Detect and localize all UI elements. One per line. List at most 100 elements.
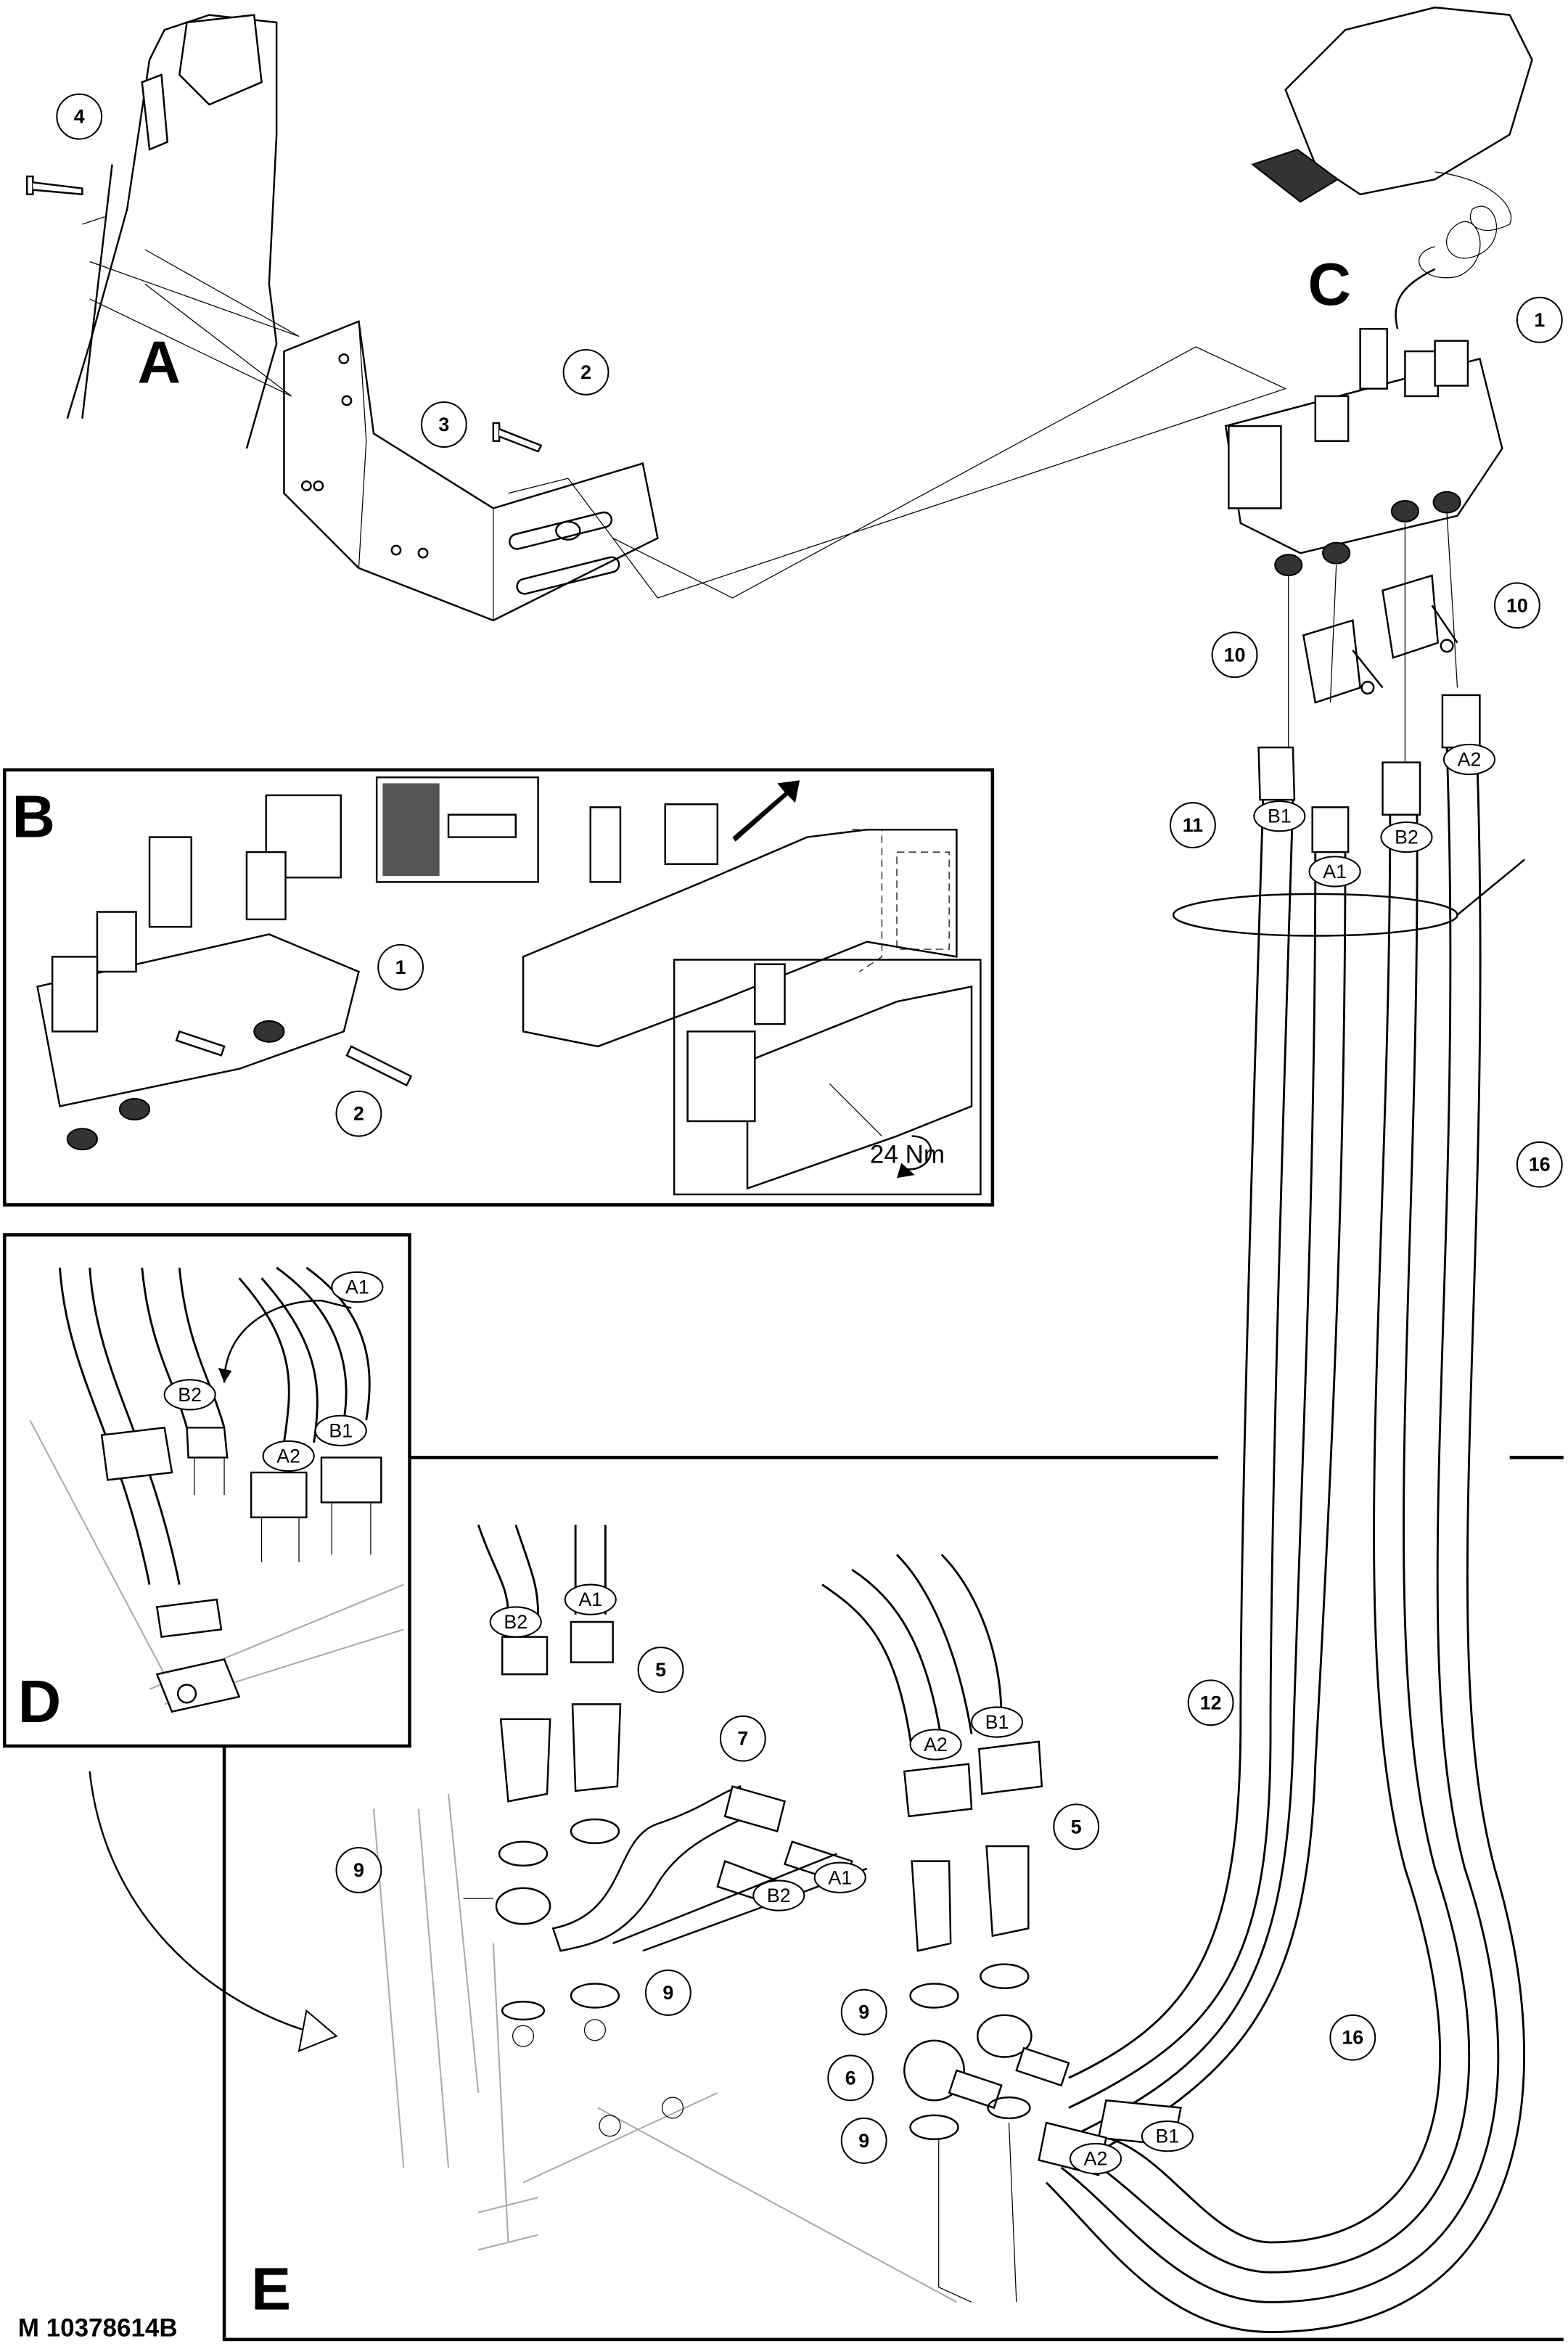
callout-label: B2 bbox=[178, 1384, 202, 1406]
callout-b1: B1 bbox=[314, 1414, 367, 1447]
callout-marker bbox=[335, 1090, 382, 1137]
callout-label: A1 bbox=[1323, 861, 1347, 882]
callout-marker bbox=[909, 1729, 962, 1761]
view-d-frame bbox=[2, 1233, 411, 1748]
callout-label: A2 bbox=[276, 1445, 300, 1467]
view-label-a: A bbox=[138, 329, 181, 396]
callout-marker bbox=[840, 2117, 887, 2164]
callout-label: 11 bbox=[1183, 814, 1203, 836]
callout-marker bbox=[1211, 631, 1258, 679]
callout-marker bbox=[1329, 2014, 1376, 2061]
callout-marker bbox=[1069, 2142, 1122, 2175]
callout-label: B1 bbox=[1156, 2126, 1180, 2147]
callout-b1: B1 bbox=[1253, 800, 1306, 832]
callout-marker bbox=[1516, 1141, 1563, 1188]
callout-2: 2 bbox=[335, 1090, 382, 1137]
callout-1: 1 bbox=[1516, 296, 1563, 343]
callout-b2: B2 bbox=[489, 1606, 542, 1638]
callout-label: B2 bbox=[1395, 827, 1419, 848]
callout-label: 1 bbox=[1534, 309, 1545, 331]
callout-marker bbox=[1516, 296, 1563, 343]
callout-marker bbox=[1380, 821, 1433, 853]
callout-label: 9 bbox=[858, 2130, 869, 2152]
callout-label: 9 bbox=[662, 1982, 673, 2004]
callout-16: 16 bbox=[1329, 2014, 1376, 2061]
view-label-e: E bbox=[251, 2256, 291, 2323]
callout-marker bbox=[637, 1647, 684, 1693]
callout-marker bbox=[813, 1861, 866, 1893]
callout-label: A2 bbox=[1084, 2148, 1108, 2170]
callout-marker bbox=[262, 1440, 315, 1472]
callout-label: 10 bbox=[1224, 644, 1246, 665]
view-b-coupler-drawing bbox=[36, 776, 982, 1196]
callout-marker bbox=[644, 1969, 691, 2016]
callout-marker bbox=[163, 1379, 216, 1411]
callout-label: 4 bbox=[74, 106, 85, 128]
callout-9: 9 bbox=[840, 1988, 887, 2036]
callout-label: 5 bbox=[1071, 1816, 1082, 1837]
callout-label: B1 bbox=[1268, 806, 1292, 827]
callout-marker bbox=[564, 1583, 617, 1615]
callout-label: B2 bbox=[767, 1885, 791, 1906]
callout-label: A1 bbox=[578, 1589, 602, 1610]
callout-label: 16 bbox=[1529, 1154, 1551, 1176]
view-e-frame bbox=[222, 1456, 1564, 2342]
view-d-connection-drawing bbox=[29, 1266, 404, 1713]
callout-9: 9 bbox=[335, 1847, 382, 1893]
callout-b1: B1 bbox=[1141, 2120, 1194, 2152]
callout-11: 11 bbox=[1169, 802, 1216, 849]
view-e-connection-drawing bbox=[89, 1524, 1182, 2303]
callout-10: 10 bbox=[1493, 582, 1540, 629]
callout-5: 5 bbox=[1053, 1803, 1100, 1851]
callout-a2: A2 bbox=[1442, 743, 1496, 776]
callout-label: B1 bbox=[985, 1711, 1009, 1733]
callout-label: 2 bbox=[580, 361, 591, 383]
callout-7: 7 bbox=[719, 1715, 766, 1762]
torque-arrow-icon bbox=[904, 1135, 932, 1171]
callout-marker bbox=[1169, 802, 1216, 849]
callout-a2: A2 bbox=[1069, 2142, 1122, 2175]
callout-marker bbox=[1053, 1803, 1100, 1851]
callout-9: 9 bbox=[644, 1969, 691, 2016]
callout-label: B2 bbox=[504, 1611, 528, 1633]
callout-label: 9 bbox=[353, 1859, 364, 1881]
callout-marker bbox=[719, 1715, 766, 1762]
callout-a1: A1 bbox=[331, 1271, 384, 1303]
view-c-coupler-drawing bbox=[1172, 7, 1533, 937]
callout-a1: A1 bbox=[1308, 856, 1361, 888]
view-b-frame bbox=[2, 768, 995, 1207]
callout-label: A2 bbox=[1458, 748, 1482, 770]
callout-label: A1 bbox=[828, 1866, 852, 1888]
callout-9: 9 bbox=[840, 2117, 887, 2164]
view-label-b: B bbox=[12, 784, 55, 851]
drawing-number: M 10378614B bbox=[18, 2314, 178, 2343]
callout-marker bbox=[1308, 856, 1361, 888]
callout-marker bbox=[335, 1847, 382, 1893]
callout-b1: B1 bbox=[970, 1706, 1024, 1738]
callout-a1: A1 bbox=[813, 1861, 866, 1893]
callout-marker bbox=[56, 93, 103, 140]
callout-marker bbox=[970, 1706, 1024, 1738]
callout-marker bbox=[1187, 1679, 1234, 1726]
callout-label: 16 bbox=[1342, 2027, 1363, 2049]
callout-4: 4 bbox=[56, 93, 103, 140]
callout-label: 7 bbox=[737, 1728, 748, 1750]
view-label-d: D bbox=[18, 1668, 62, 1735]
hose-bundle-drawing bbox=[1046, 747, 1526, 2333]
callout-label: 10 bbox=[1506, 594, 1528, 616]
callout-marker bbox=[377, 943, 424, 991]
callout-label: 12 bbox=[1200, 1692, 1222, 1713]
callout-marker bbox=[420, 401, 467, 448]
callout-marker bbox=[562, 348, 609, 396]
callout-marker bbox=[314, 1414, 367, 1447]
view-a-bracket-drawing bbox=[25, 14, 1287, 622]
callout-6: 6 bbox=[827, 2054, 874, 2102]
callout-16: 16 bbox=[1516, 1141, 1563, 1188]
callout-5: 5 bbox=[637, 1647, 684, 1693]
callout-marker bbox=[1141, 2120, 1194, 2152]
callout-b2: B2 bbox=[163, 1379, 216, 1411]
callout-marker bbox=[752, 1880, 805, 1911]
callout-marker bbox=[331, 1271, 384, 1303]
torque-value: 24 Nm bbox=[870, 1141, 945, 1169]
